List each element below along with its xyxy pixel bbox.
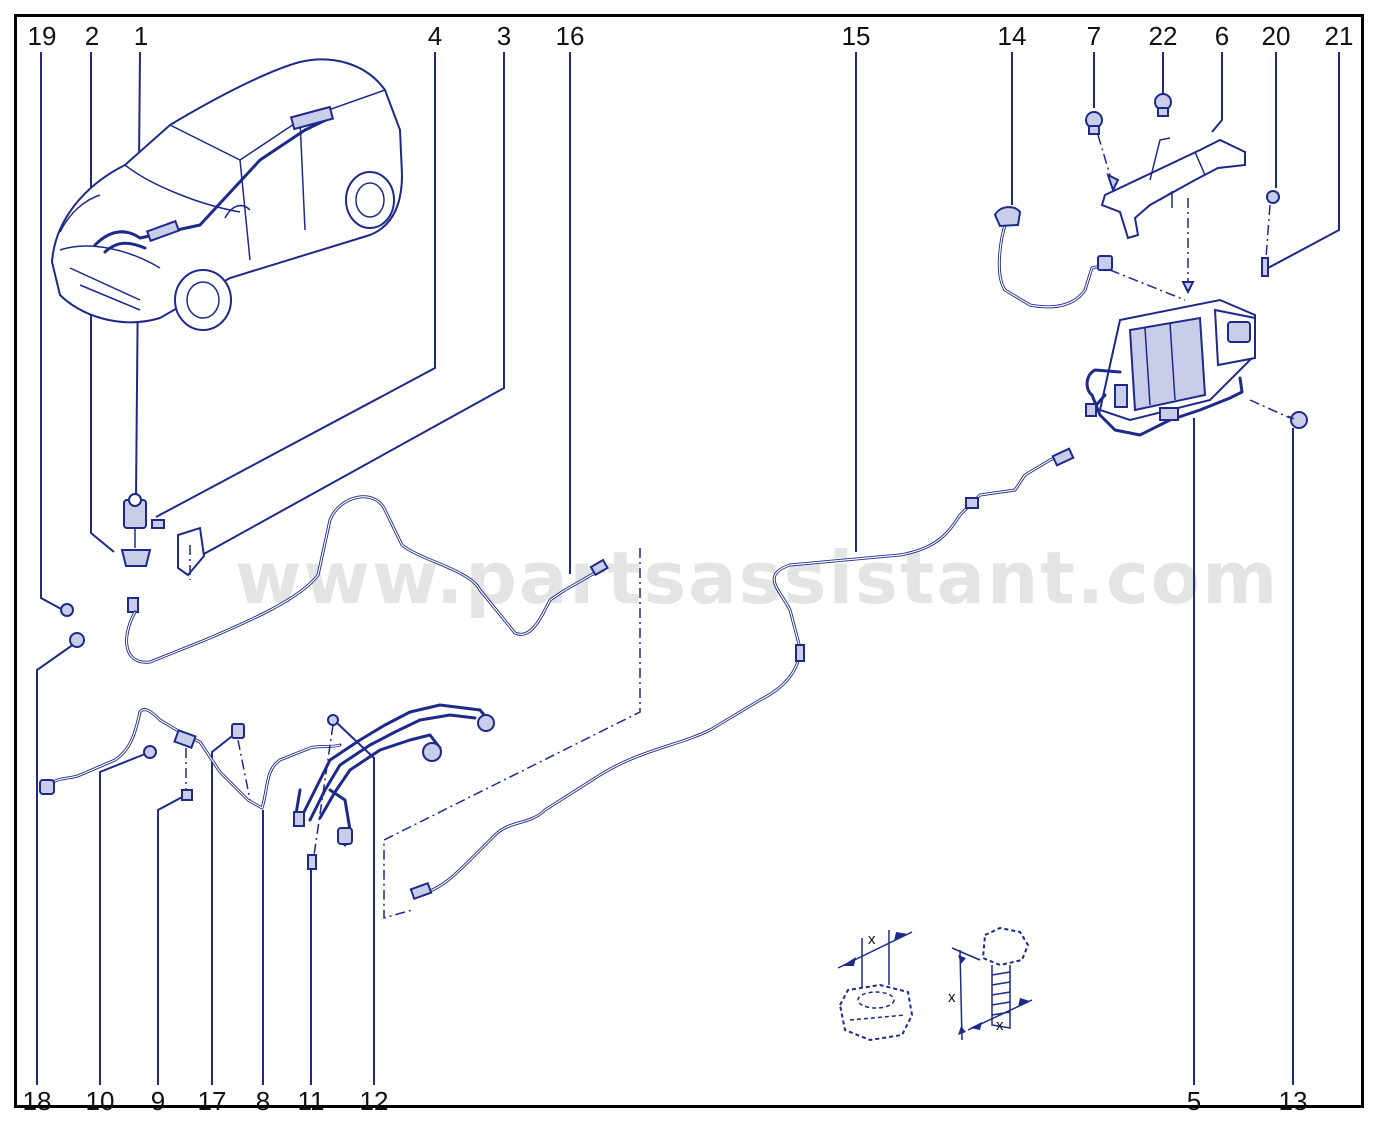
nut-part-18 — [69, 632, 85, 648]
callout-6[interactable]: 6 — [1215, 21, 1229, 51]
bolt-part-13 — [1290, 411, 1308, 429]
callout-8[interactable]: 8 — [256, 1086, 270, 1116]
clip-part-9 — [181, 789, 193, 801]
callout-11[interactable]: 11 — [298, 1086, 325, 1116]
dimension-label-nut: x — [868, 931, 876, 948]
pipe-assembly-16 — [125, 495, 641, 919]
bracket-assembly-6 — [1085, 93, 1280, 295]
callout-18[interactable]: 18 — [23, 1086, 52, 1116]
clip-part-2 — [120, 549, 152, 567]
leader-lines — [36, 51, 1340, 1085]
callouts-bottom: 18 10 9 17 8 11 12 5 13 — [23, 1086, 1308, 1116]
nut-part-12 — [327, 714, 339, 726]
dimension-detail-bolt: x x — [948, 926, 1033, 1041]
callout-1[interactable]: 1 — [134, 21, 148, 51]
lower-pipe-cluster — [39, 708, 342, 810]
callout-5[interactable]: 5 — [1187, 1086, 1201, 1116]
callout-15[interactable]: 15 — [842, 21, 871, 51]
callout-13[interactable]: 13 — [1279, 1086, 1308, 1116]
bolt-part-4 — [151, 519, 165, 529]
part-17 — [231, 723, 245, 739]
nuts-18-19 — [60, 603, 85, 648]
stud-part-21 — [1261, 257, 1269, 277]
callout-17[interactable]: 17 — [198, 1086, 227, 1116]
sensor-hose-14 — [993, 206, 1186, 309]
callout-16[interactable]: 16 — [556, 21, 585, 51]
callout-21[interactable]: 21 — [1325, 21, 1354, 51]
watermark: www.partsassistant.com — [235, 536, 1279, 620]
dimension-detail-nut: x — [837, 930, 914, 1042]
bracket-part-3 — [177, 526, 206, 577]
pipe-assembly-15 — [409, 447, 1075, 901]
vehicle-overview-illustration — [50, 58, 404, 331]
dimension-label-bolt-length: x — [948, 989, 956, 1006]
callout-19[interactable]: 19 — [28, 21, 57, 51]
diagram-frame — [14, 14, 1364, 1108]
callout-20[interactable]: 20 — [1262, 21, 1291, 51]
callout-22[interactable]: 22 — [1149, 21, 1178, 51]
dimension-label-bolt-width: x — [996, 1017, 1004, 1034]
callout-10[interactable]: 10 — [86, 1086, 115, 1116]
callout-3[interactable]: 3 — [497, 21, 511, 51]
nut-part-19 — [60, 603, 74, 617]
callout-2[interactable]: 2 — [85, 21, 99, 51]
callout-12[interactable]: 12 — [360, 1086, 389, 1116]
callout-9[interactable]: 9 — [151, 1086, 165, 1116]
callout-7[interactable]: 7 — [1087, 21, 1101, 51]
stud-part-11 — [307, 854, 317, 870]
callouts-top: 19 2 1 4 3 16 15 14 7 22 6 20 21 — [28, 21, 1354, 51]
callout-14[interactable]: 14 — [998, 21, 1027, 51]
nut-part-20 — [1266, 190, 1280, 204]
canister-module-5 — [1085, 298, 1308, 437]
nut-part-10 — [143, 745, 157, 759]
front-sensor-assembly — [120, 493, 206, 613]
hose-harness-11-12 — [293, 703, 495, 870]
callout-4[interactable]: 4 — [428, 21, 442, 51]
